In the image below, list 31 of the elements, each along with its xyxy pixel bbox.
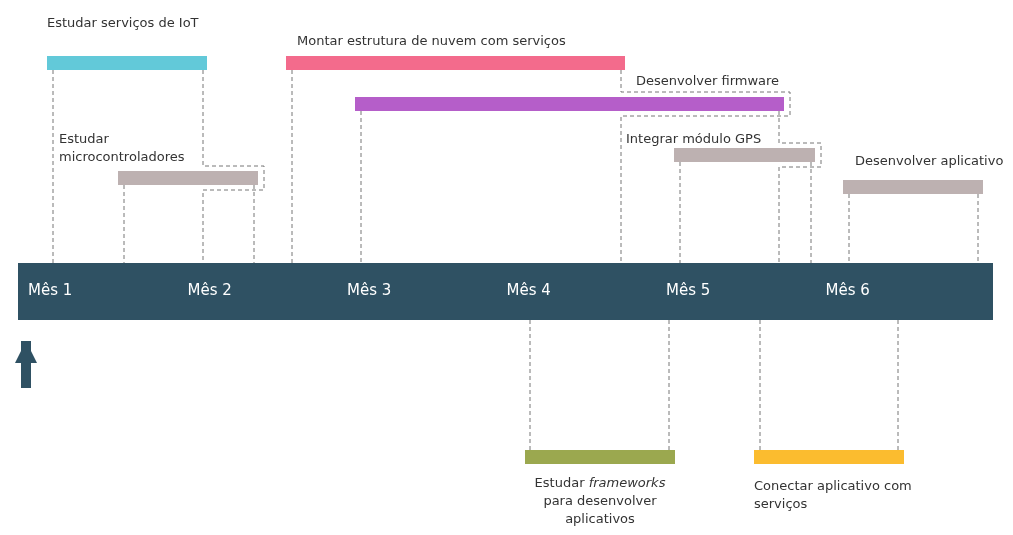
dashed-line <box>52 69 54 264</box>
timeline-bar <box>18 263 993 320</box>
dashed-line <box>759 319 761 451</box>
dashed-line <box>977 193 979 264</box>
task-label: Estudar frameworks para desenvolver aplicativos <box>533 474 667 528</box>
month-label: Mês 1 <box>28 281 73 299</box>
task-label: Integrar módulo GPS <box>626 130 763 148</box>
month-label: Mês 5 <box>666 281 711 299</box>
task-label: Estudar microcontroladores <box>59 130 186 166</box>
arrow <box>15 341 37 388</box>
dashed-line <box>668 319 670 451</box>
dashed-line <box>360 110 362 264</box>
dashed-line <box>529 319 531 451</box>
month-label: Mês 4 <box>506 281 551 299</box>
dashed-line <box>123 184 125 264</box>
task-label: Conectar aplicativo com serviços <box>754 477 913 513</box>
dashed-line <box>291 69 293 264</box>
dashed-line <box>810 161 812 264</box>
dashed-line <box>897 319 899 451</box>
task-label: Desenvolver firmware <box>636 72 781 90</box>
dashed-line <box>848 193 850 264</box>
task-label: Montar estrutura de nuvem com serviços <box>297 32 567 50</box>
month-label: Mês 6 <box>825 281 870 299</box>
task-label: Desenvolver aplicativo <box>855 152 1005 170</box>
dashed-line <box>778 110 822 264</box>
dashed-line <box>253 184 255 264</box>
dashed-line <box>620 69 791 264</box>
task-label: Estudar serviços de IoT <box>47 14 200 32</box>
month-label: Mês 3 <box>347 281 392 299</box>
dashed-line <box>679 161 681 264</box>
month-label: Mês 2 <box>187 281 232 299</box>
